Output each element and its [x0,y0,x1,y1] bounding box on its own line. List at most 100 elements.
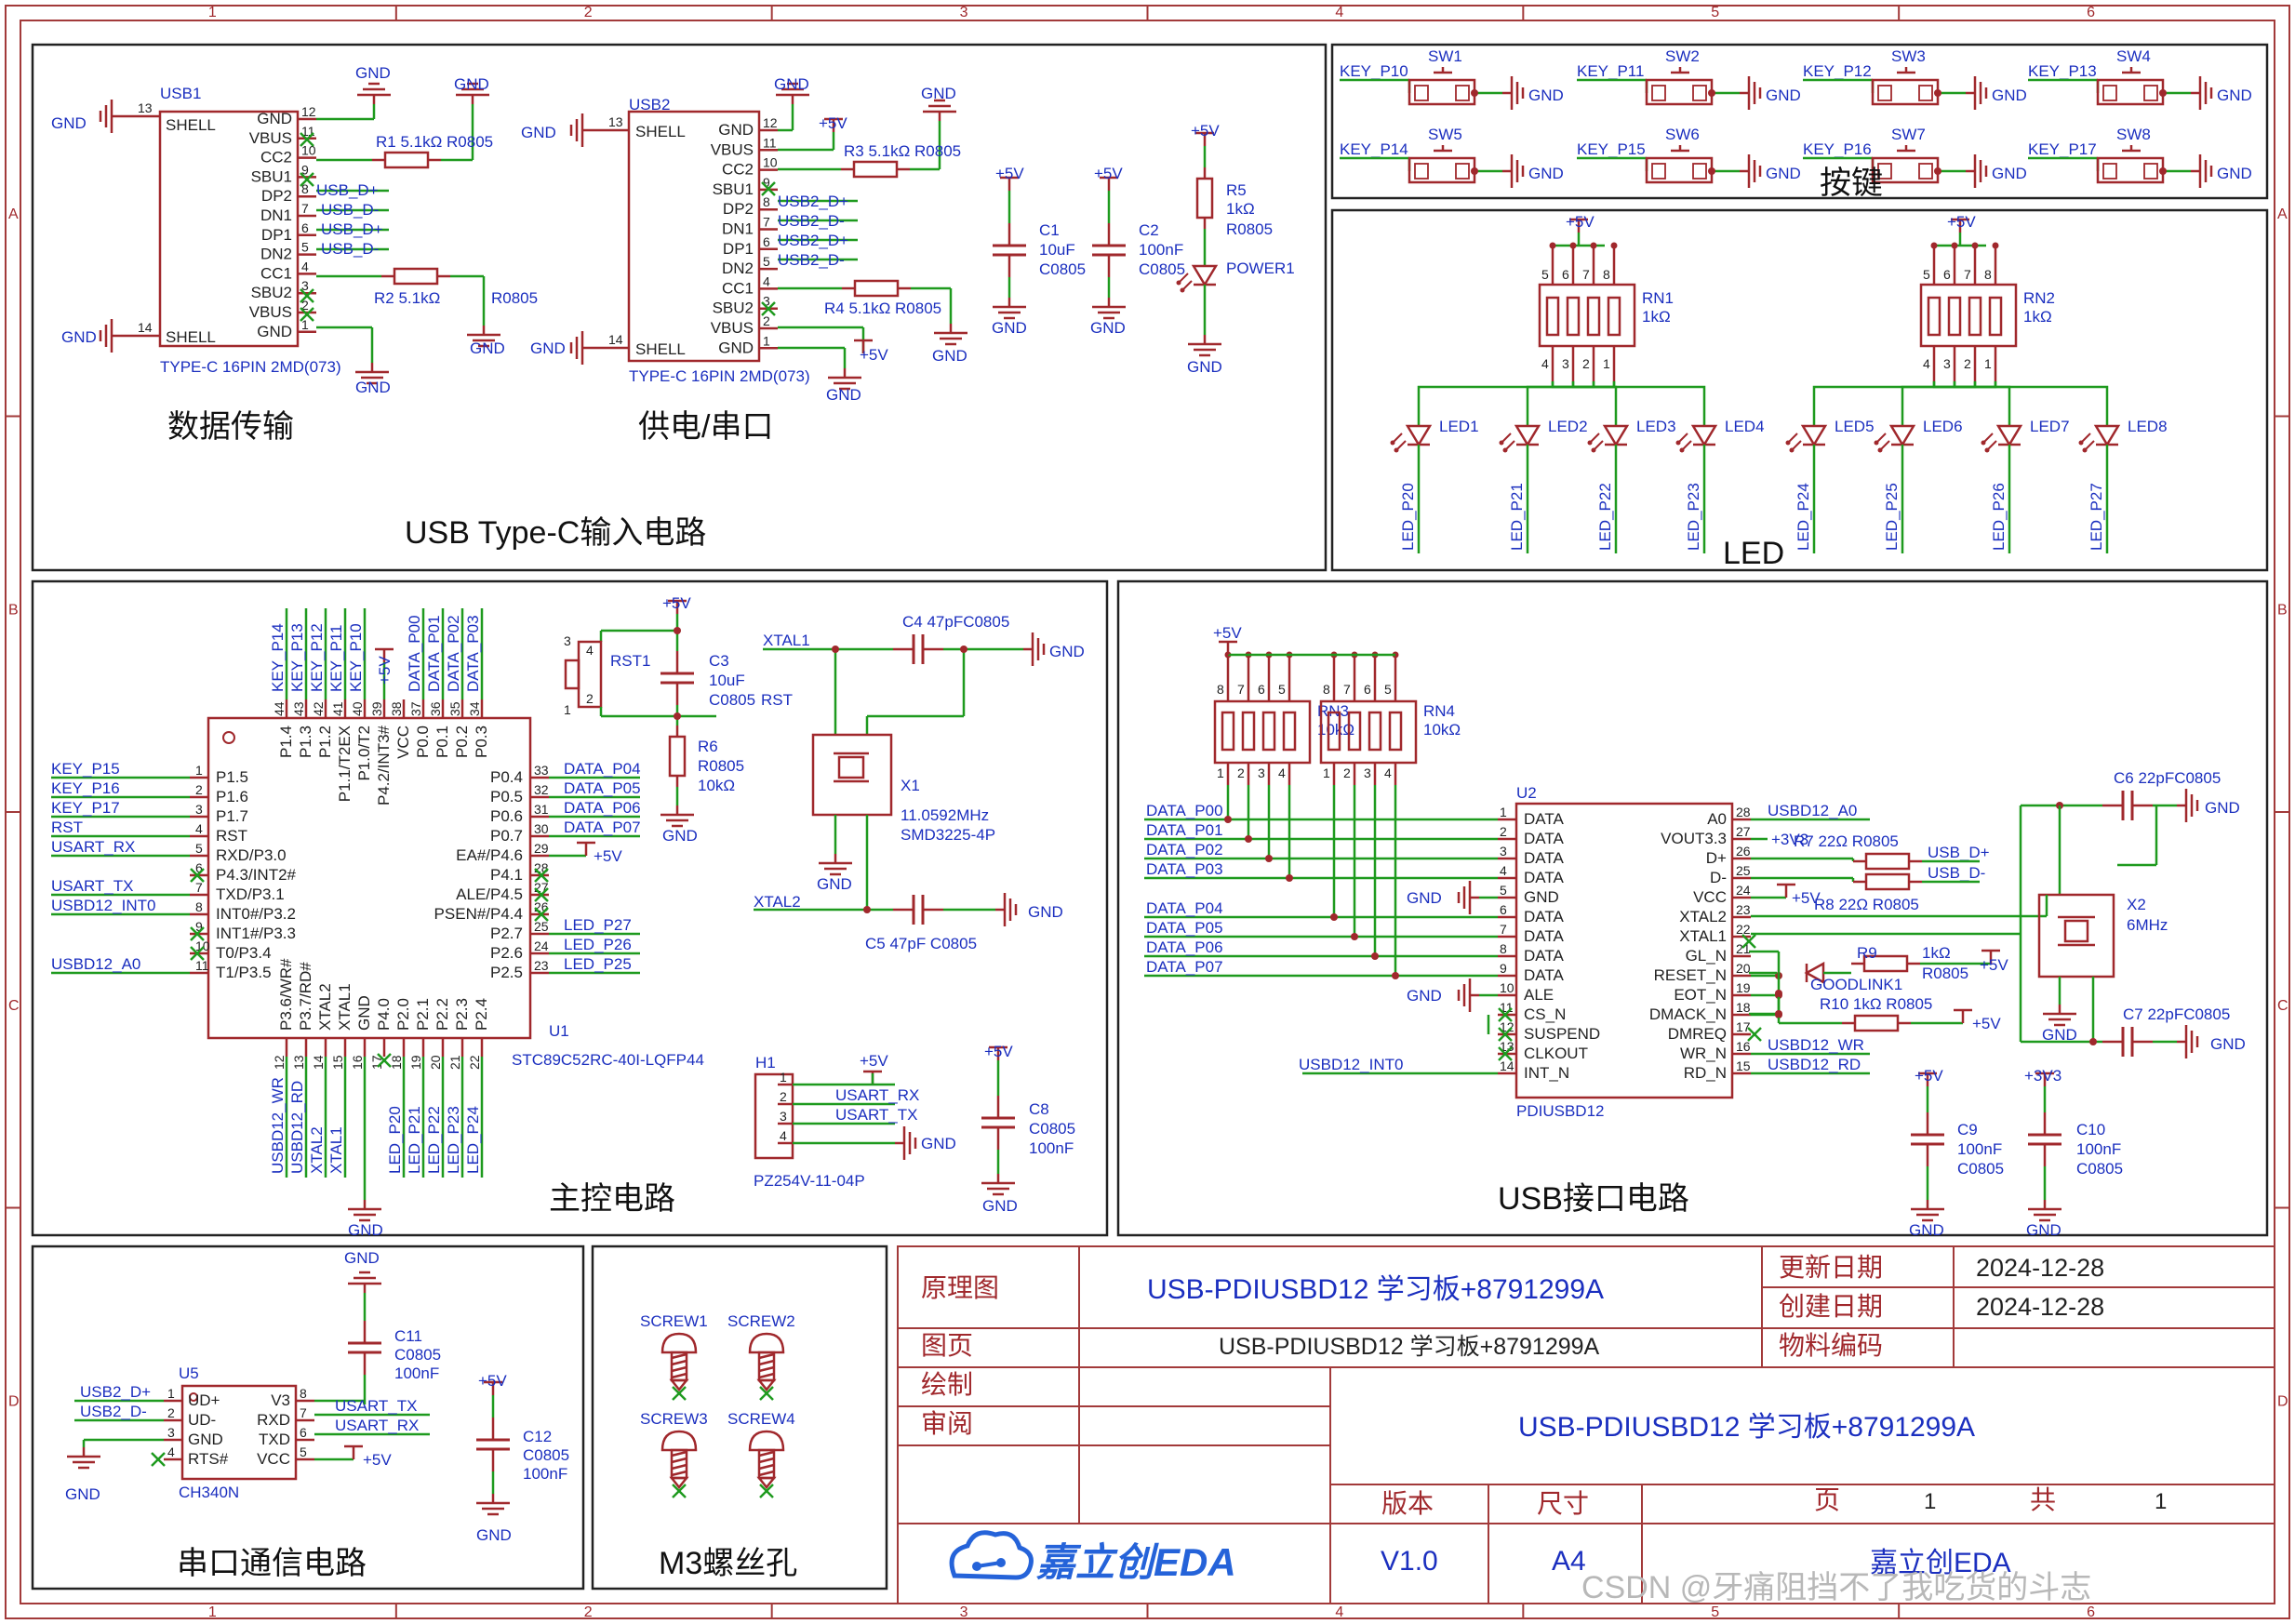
reset-circuit: +5V 3 1 4 2 RST1 C3 10uF C0805 RST GND R… [564,594,793,845]
mcu-pin-top: P1.2 [316,725,334,758]
switch-net: KEY_P13 [2028,62,2097,80]
usb1-value: TYPE-C 16PIN 2MD(073) [160,358,341,376]
c3-ref: C3 [709,652,729,670]
switch-net: KEY_P10 [1340,62,1408,80]
svg-text:18: 18 [389,1055,404,1070]
gnd-label: GND [1766,165,1801,182]
led-ref: LED8 [2128,418,2168,435]
gnd-label: GND [992,319,1027,337]
svg-text:26: 26 [534,899,549,914]
u2-net-right: USBD12_RD [1768,1056,1861,1073]
svg-text:5: 5 [1541,267,1549,282]
mcu-pin-bottom: XTAL1 [336,983,354,1031]
svg-text:6: 6 [1562,267,1569,282]
usb1-pin-shell: SHELL [166,116,216,134]
tb-key-draw: 绘制 [921,1370,973,1399]
mcu-pin-right: P0.7 [490,827,523,845]
svg-text:7: 7 [300,1405,307,1420]
svg-text:3: 3 [1943,356,1951,371]
svg-text:14: 14 [311,1055,326,1070]
svg-text:16: 16 [350,1055,365,1070]
rst-net: RST [761,691,793,709]
usb2-pin: DN2 [722,260,754,277]
tb-key-total: 共 [2030,1485,2056,1514]
mcu-net-top: KEY_P13 [288,623,306,692]
svg-text:6: 6 [195,860,203,875]
ruler-col-top: 2 [584,5,593,20]
svg-text:27: 27 [534,880,549,895]
usb2-pin: DP2 [723,200,754,218]
mcu-pin-left: P4.3/INT2# [216,866,297,884]
r5-ref: R5 [1226,181,1247,199]
svg-text:12: 12 [1500,1019,1514,1034]
svg-text:1: 1 [763,333,770,348]
svg-text:8: 8 [1984,267,1992,282]
usb2-net-dp2: USB2_D+ [778,193,848,210]
u2-net-right: USBD12_A0 [1768,802,1857,819]
mcu-net-right: DATA_P04 [564,760,641,778]
u2-net-right: USBD12_WR [1768,1036,1864,1054]
mcu-pin-top: P0.3 [473,725,490,758]
mcu-box [31,579,1109,1237]
c9-val: 100nF [1957,1140,2002,1158]
mcu-net-bottom: LED_P23 [445,1106,462,1174]
mcu-pin-right: P4.1 [490,866,523,884]
ruler-col-bottom: 1 [208,1604,217,1620]
svg-text:8: 8 [301,181,309,196]
svg-text:34: 34 [467,701,482,716]
x1-pkg: SMD3225-4P [901,826,995,844]
mcu-pin-top: P4.2/INT3# [375,725,393,805]
usb1-pin: DN1 [260,206,292,224]
x1-ref: X1 [901,777,920,794]
ruler-col-top: 1 [208,5,217,20]
gnd-label: GND [662,827,698,845]
gnd-label: GND [65,1485,100,1503]
gnd-label: GND [476,1526,512,1544]
svg-text:8: 8 [1500,941,1507,956]
usb1-pin: VBUS [249,303,292,321]
u5-value: CH340N [179,1484,239,1501]
usb2-pin: SBU2 [713,300,754,317]
svg-text:2: 2 [586,691,594,706]
usb1-pin: VBUS [249,129,292,147]
rn-usb-val: 10kΩ [1317,721,1354,739]
section-title-keys: 按键 [1820,166,1883,201]
mcu-pin-top: P1.4 [277,725,295,758]
crystal-x1: XTAL1 GND C4 47pFC0805 X1 11.0592MHz SMD… [754,613,1085,952]
gnd-label: GND [982,1197,1018,1215]
usb1-pin: GND [257,323,292,340]
mcu-pin-left: P1.7 [216,807,248,825]
svg-text:21: 21 [447,1055,462,1070]
svg-text:16: 16 [1736,1039,1751,1054]
u2-pin-left: DATA [1524,966,1564,984]
r2-pkg: R0805 [491,289,538,307]
svg-text:17: 17 [1736,1019,1751,1034]
c1-capacitor: +5V C1 10uF C0805 GND [991,165,1086,337]
tb-val-created: 2024-12-28 [1976,1293,2104,1321]
mcu-pin-top: P1.3 [297,725,314,758]
r8-label: R8 22Ω R0805 [1814,896,1919,913]
u2-pin-right: DMACK_N [1649,1005,1727,1023]
svg-text:11: 11 [195,958,209,973]
mcu-net-top: DATA_P02 [445,615,462,692]
keys-group: KEY_P10SW1GNDKEY_P11SW2GNDKEY_P12SW3GNDK… [1340,47,2252,190]
svg-text:36: 36 [428,701,443,716]
svg-text:4: 4 [167,1444,175,1459]
switch-ref: SW6 [1665,126,1700,143]
svg-text:8: 8 [300,1386,307,1401]
tb-val-size: A4 [1552,1546,1586,1577]
svg-text:19: 19 [408,1055,423,1070]
c8-ref: C8 [1029,1100,1049,1118]
gnd-label: GND [1766,87,1801,104]
svg-text:8: 8 [1217,682,1224,697]
mcu-net-bottom: LED_P21 [406,1106,423,1174]
svg-text:28: 28 [1736,805,1751,819]
svg-text:4: 4 [195,821,203,836]
r6-val: 10kΩ [698,777,735,794]
switch-ref: SW5 [1428,126,1462,143]
